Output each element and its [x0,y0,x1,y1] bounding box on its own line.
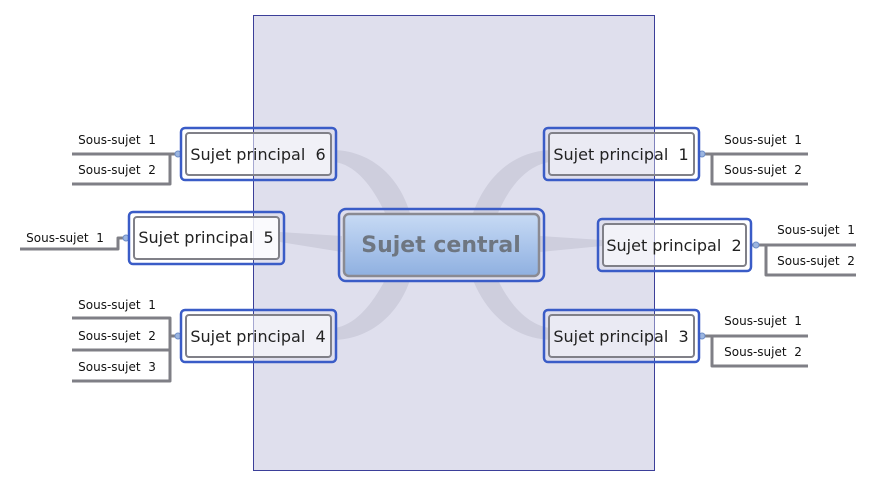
topic-label: Sujet principal 6 [190,145,325,164]
subtopic-label[interactable]: Sous-sujet 1 [26,231,104,245]
topic-label: Sujet principal 5 [138,228,273,247]
subtopic-label[interactable]: Sous-sujet 3 [78,360,156,374]
subtopic-label[interactable]: Sous-sujet 1 [78,133,156,147]
topic-1[interactable]: Sujet principal 1 [542,126,701,182]
topic-label: Sujet principal 3 [553,327,688,346]
topic-6[interactable]: Sujet principal 6 [179,126,338,182]
connector-dots [122,150,760,340]
subtopic-label[interactable]: Sous-sujet 2 [724,163,802,177]
subtopic-label[interactable]: Sous-sujet 1 [724,133,802,147]
topic-label: Sujet principal 4 [190,327,325,346]
topic-2[interactable]: Sujet principal 2 [596,217,753,273]
topic-label: Sujet principal 1 [553,145,688,164]
central-topic[interactable]: Sujet central [337,207,546,283]
subtopic-label[interactable]: Sous-sujet 1 [724,314,802,328]
topic-5[interactable]: Sujet principal 5 [127,210,286,266]
subtopic-label[interactable]: Sous-sujet 1 [777,223,855,237]
subtopic-label[interactable]: Sous-sujet 2 [78,329,156,343]
subtopic-label[interactable]: Sous-sujet 2 [78,163,156,177]
subtopic-label[interactable]: Sous-sujet 1 [78,298,156,312]
subtopics: Sous-sujet 1 Sous-sujet 2 Sous-sujet 1 S… [26,133,855,374]
topic-3[interactable]: Sujet principal 3 [542,308,701,364]
central-topic-label: Sujet central [361,233,521,258]
topic-4[interactable]: Sujet principal 4 [179,308,338,364]
topic-label: Sujet principal 2 [606,236,741,255]
subtopic-label[interactable]: Sous-sujet 2 [777,254,855,268]
subtopic-label[interactable]: Sous-sujet 2 [724,345,802,359]
